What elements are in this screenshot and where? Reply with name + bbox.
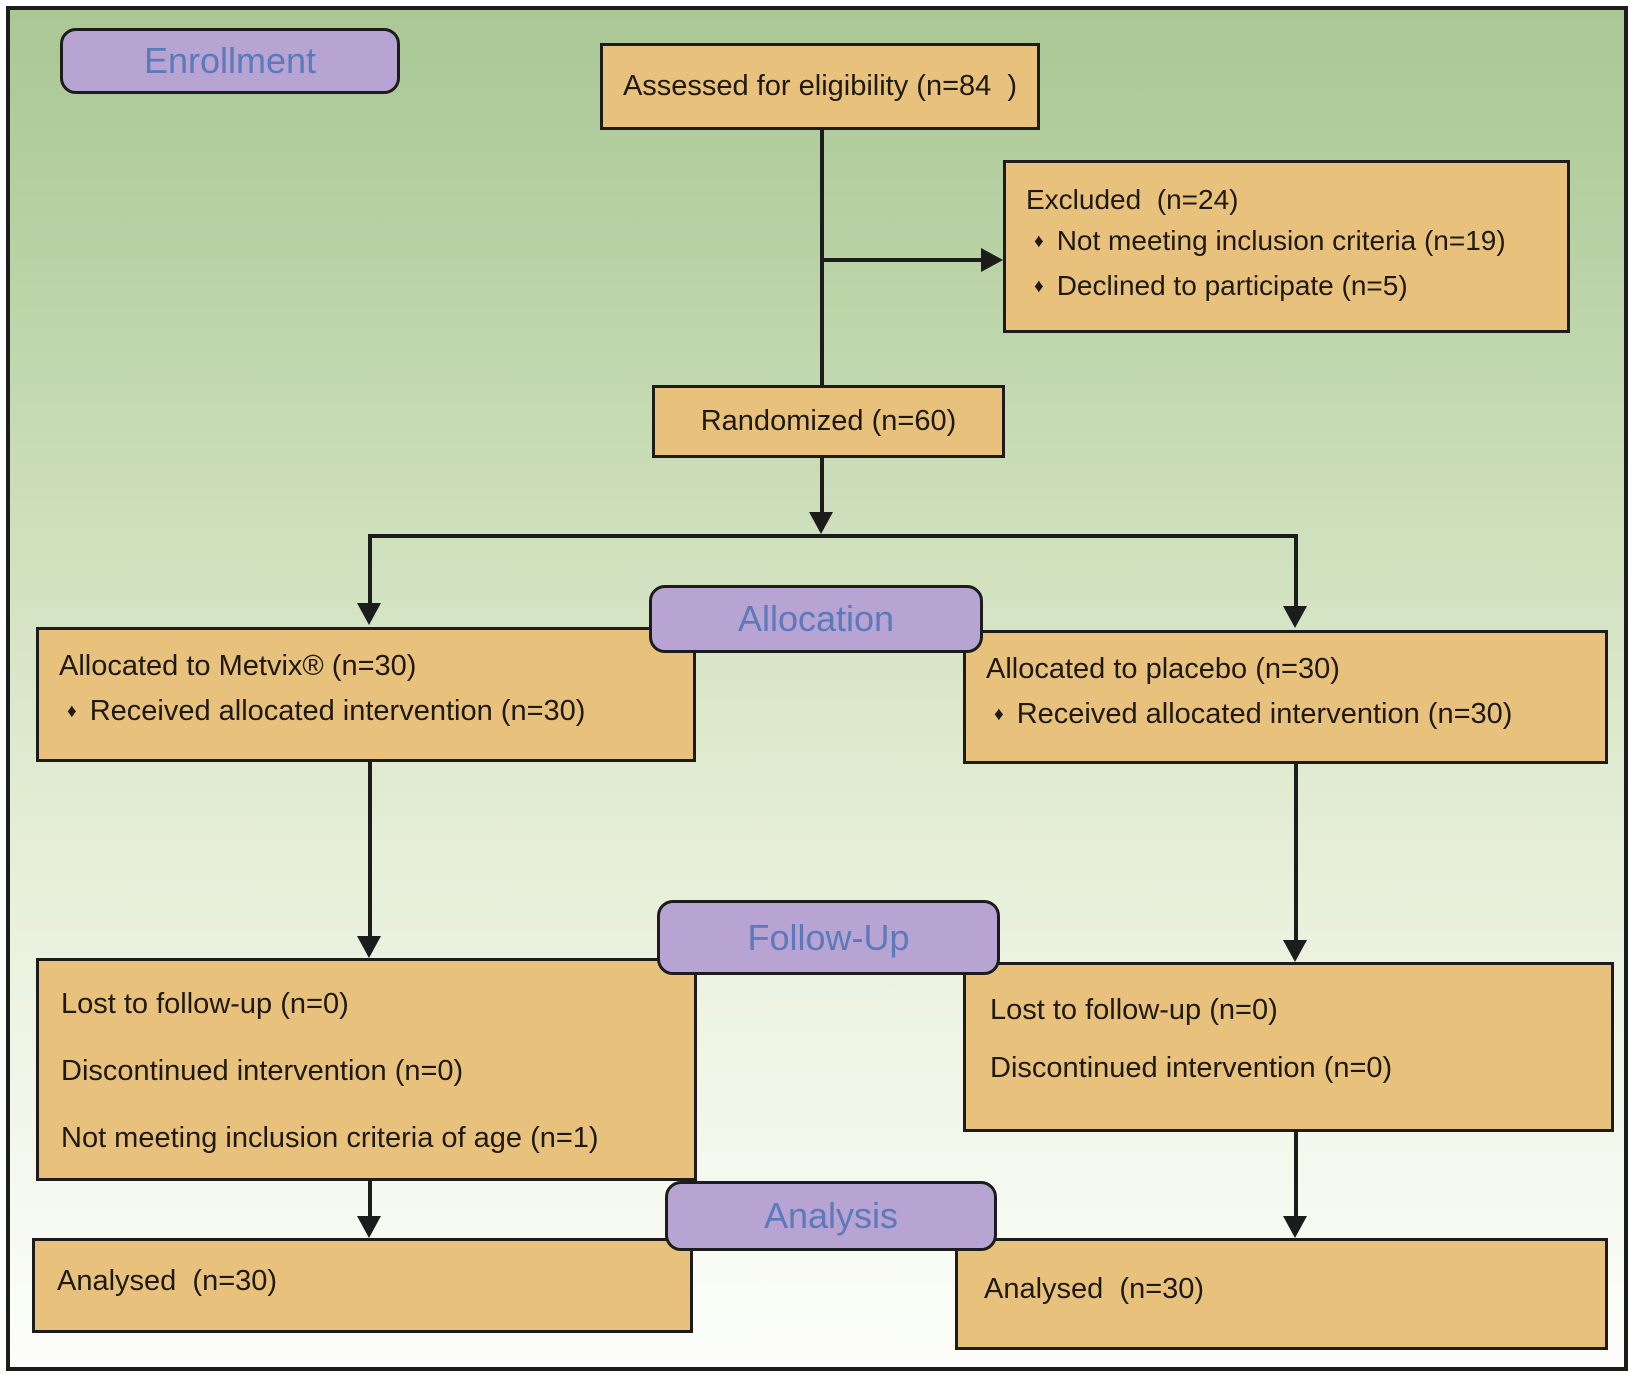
excluded-item: ♦ Not meeting inclusion criteria (n=19): [1026, 220, 1547, 265]
arrowhead-down-icon: [809, 512, 833, 534]
diamond-bullet-icon: ♦: [1034, 276, 1044, 297]
line-branch-to-excluded: [820, 258, 981, 262]
followup-right-line: Discontinued intervention (n=0): [966, 1039, 1611, 1097]
excluded-item-text: Declined to participate (n=5): [1056, 270, 1408, 301]
line-fuleft-to-analysed: [368, 1181, 372, 1218]
excluded-item-text: Not meeting inclusion criteria (n=19): [1056, 225, 1506, 256]
line-split-left-drop: [368, 534, 372, 604]
excluded-item: ♦ Declined to participate (n=5): [1026, 265, 1547, 310]
line-randomized-split: [820, 458, 824, 514]
box-excluded: Excluded (n=24) ♦ Not meeting inclusion …: [1003, 160, 1570, 333]
line-allocright-to-followup: [1294, 764, 1298, 942]
stage-allocation-label: Allocation: [649, 585, 983, 653]
followup-text: Follow-Up: [747, 916, 910, 958]
line-furight-to-analysed: [1294, 1132, 1298, 1218]
followup-left-line: Discontinued intervention (n=0): [39, 1038, 694, 1105]
diamond-bullet-icon: ♦: [994, 704, 1004, 725]
diamond-bullet-icon: ♦: [67, 701, 77, 722]
diagram-canvas: Enrollment Allocation Follow-Up Analysis: [6, 6, 1628, 1371]
allocated-placebo-item: ♦ Received allocated intervention (n=30): [986, 692, 1585, 740]
excluded-title: Excluded (n=24): [1026, 184, 1239, 215]
box-followup-left: Lost to follow-up (n=0) Discontinued int…: [36, 958, 697, 1181]
followup-right-line-text: Discontinued intervention (n=0): [990, 1051, 1393, 1084]
arrowhead-down-icon: [1283, 940, 1307, 962]
stage-analysis-label: Analysis: [665, 1181, 997, 1251]
arrowhead-right-icon: [981, 248, 1003, 272]
box-allocated-metvix: Allocated to Metvix® (n=30) ♦ Received a…: [36, 627, 696, 762]
stage-followup-label: Follow-Up: [657, 900, 1000, 975]
followup-left-line-text: Not meeting inclusion criteria of age (n…: [61, 1122, 599, 1154]
allocated-placebo-title: Allocated to placebo (n=30): [986, 653, 1340, 685]
analysed-left-text: Analysed (n=30): [57, 1265, 278, 1297]
allocated-metvix-item-text: Received allocated intervention (n=30): [89, 695, 586, 727]
stage-enrollment-label: Enrollment: [60, 28, 400, 94]
arrowhead-down-icon: [1283, 1216, 1307, 1238]
box-randomized: Randomized (n=60): [652, 385, 1005, 458]
arrowhead-down-icon: [357, 936, 381, 958]
line-split-right-drop: [1294, 534, 1298, 608]
assessed-text: Assessed for eligibility (n=84 ): [622, 70, 1018, 102]
arrowhead-down-icon: [357, 603, 381, 625]
line-assessed-to-randomized: [820, 130, 824, 385]
enrollment-text: Enrollment: [143, 40, 317, 81]
followup-left-line-text: Discontinued intervention (n=0): [61, 1055, 464, 1087]
allocated-placebo-item-text: Received allocated intervention (n=30): [1016, 698, 1513, 730]
diamond-bullet-icon: ♦: [1034, 231, 1044, 252]
followup-left-line: Lost to follow-up (n=0): [39, 971, 694, 1038]
followup-left-line-text: Lost to follow-up (n=0): [61, 988, 349, 1020]
box-analysed-left: Analysed (n=30): [32, 1238, 693, 1333]
allocation-text: Allocation: [737, 598, 895, 639]
randomized-text: Randomized (n=60): [700, 405, 957, 437]
line-allocleft-to-followup: [368, 762, 372, 938]
box-followup-right: Lost to follow-up (n=0) Discontinued int…: [963, 962, 1614, 1132]
followup-right-line: Lost to follow-up (n=0): [966, 981, 1611, 1039]
arrowhead-down-icon: [1283, 606, 1307, 628]
box-analysed-right: Analysed (n=30): [955, 1238, 1608, 1350]
followup-right-line-text: Lost to follow-up (n=0): [990, 993, 1278, 1026]
analysis-text: Analysis: [763, 1195, 899, 1236]
line-split-horizontal: [368, 534, 1298, 538]
allocated-metvix-title: Allocated to Metvix® (n=30): [59, 650, 417, 682]
arrowhead-down-icon: [357, 1216, 381, 1238]
followup-left-line: Not meeting inclusion criteria of age (n…: [39, 1105, 694, 1172]
analysed-right-text: Analysed (n=30): [984, 1273, 1205, 1305]
allocated-metvix-item: ♦ Received allocated intervention (n=30): [59, 689, 673, 737]
box-allocated-placebo: Allocated to placebo (n=30) ♦ Received a…: [963, 630, 1608, 764]
box-assessed-eligibility: Assessed for eligibility (n=84 ): [600, 43, 1040, 130]
